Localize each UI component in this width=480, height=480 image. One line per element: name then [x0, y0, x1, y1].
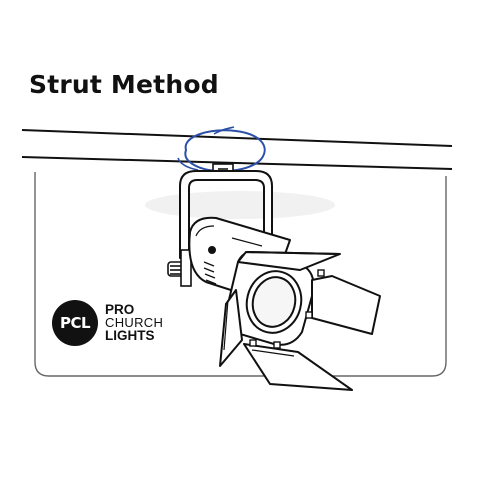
pcl-badge-text: PCL	[59, 314, 91, 332]
logo-line-church: CHURCH	[105, 315, 164, 330]
strut-bottom-line	[21, 156, 453, 170]
pro-church-lights-logo: PCL PRO CHURCH LIGHTS	[52, 300, 182, 350]
fixture-shadow	[145, 191, 335, 219]
pcl-badge: PCL	[52, 300, 98, 346]
yoke-knob	[167, 249, 192, 287]
diagram-title: Strut Method	[29, 70, 219, 99]
strut-top-line	[21, 129, 453, 147]
barn-door-right	[311, 275, 381, 335]
logo-wordmark: PRO CHURCH LIGHTS	[105, 302, 164, 343]
barn-door-left	[219, 289, 243, 367]
logo-line-pro: PRO	[105, 302, 135, 317]
barn-door-bottom	[243, 343, 353, 391]
clamp-highlight-circle	[184, 129, 266, 173]
barn-door-hinges	[249, 269, 325, 349]
barn-door-top	[237, 251, 341, 271]
logo-line-lights: LIGHTS	[105, 328, 155, 343]
room-outline	[34, 172, 447, 377]
